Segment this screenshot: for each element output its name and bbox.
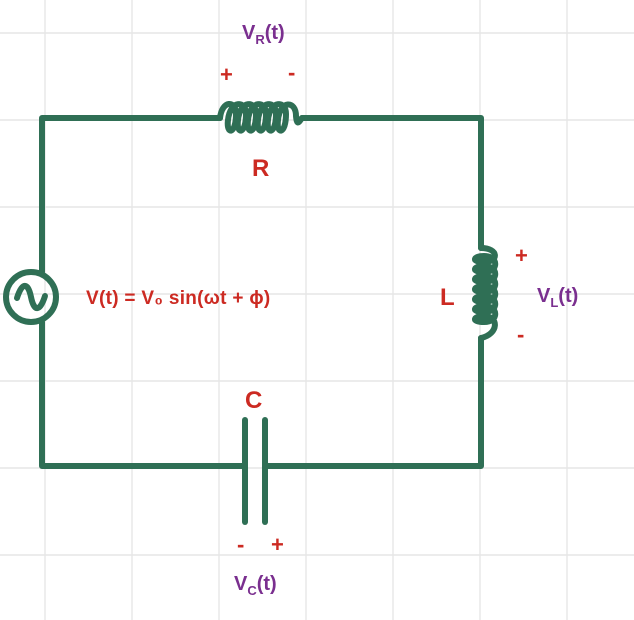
ac-source-circle [3,269,59,325]
resistor-coil [217,101,305,134]
resistor-minus-sign: - [288,60,295,85]
circuit-wires [39,115,484,469]
inductor-coil [472,245,499,341]
resistor-voltage-label: VR(t) [242,22,285,47]
capacitor-minus-sign: - [237,532,244,557]
capacitor [242,417,268,525]
sine-wave-icon [14,282,48,312]
ac-source [3,269,59,325]
resistor [217,101,305,134]
wire-right-bottom [262,335,484,469]
source-equation: V(t) = V₀ sin(ωt + ϕ) [86,288,271,309]
capacitor-voltage-label: VC(t) [234,573,277,598]
inductor-plus-sign: + [515,243,528,268]
capacitor-label: C [245,387,262,414]
wire-bottom-left [39,319,248,469]
wire-top-right [299,115,484,251]
wire-top-left [39,115,223,275]
capacitor-plus-sign: + [271,532,284,557]
resistor-plus-sign: + [220,62,233,87]
inductor [472,245,499,341]
inductor-label: L [440,284,455,311]
resistor-label: R [252,155,269,182]
inductor-minus-sign: - [517,322,524,347]
inductor-voltage-label: VL(t) [537,285,578,310]
